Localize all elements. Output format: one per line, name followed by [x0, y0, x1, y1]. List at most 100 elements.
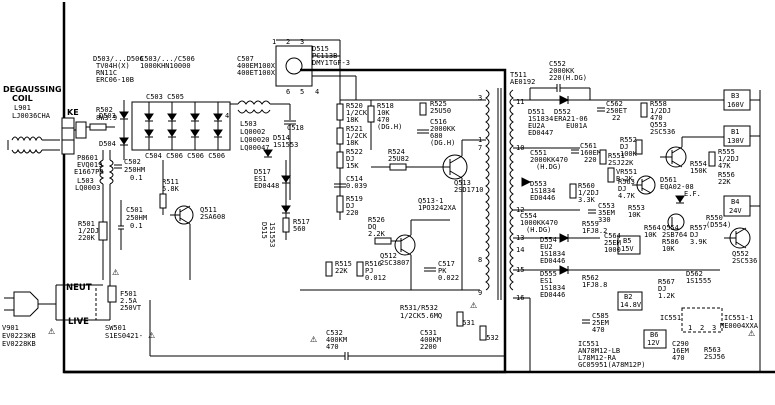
r520-label: R520 [346, 102, 363, 110]
resistor-r502 [89, 123, 107, 131]
resistor-r501 [98, 221, 108, 241]
r559-value: 1FJ8.2 [582, 227, 607, 235]
b6-value: 12V [647, 339, 660, 347]
d555-part-3: ED0446 [540, 291, 565, 299]
d551-label: D551 [528, 108, 545, 116]
r562-value: 1FJ8.8 [582, 281, 607, 289]
r502-label: R502 [96, 106, 113, 114]
optocoupler [275, 45, 313, 87]
f501-value: 2.5A [120, 297, 138, 305]
c290-value-2: 470 [672, 354, 685, 362]
thermistor-p8601 [75, 121, 87, 139]
l503-part-2: LQ00020 [240, 136, 270, 144]
potentiometer-vr551 [607, 167, 615, 183]
opto-pin-6: 6 [286, 88, 290, 96]
b4-label: B4 [731, 198, 739, 206]
l503-label: L503 [240, 120, 257, 128]
diode-d514 [263, 149, 273, 157]
r518-value: 10K [377, 109, 390, 117]
c564-value-2: 1000 [604, 246, 621, 254]
t511-pin-14: 14 [516, 246, 524, 254]
ic551-regulator [681, 307, 723, 333]
d515-top-label: D515 [312, 45, 329, 53]
bridge-diodes [144, 102, 223, 150]
r518-label: R518 [377, 102, 394, 110]
r567-value: DJ [658, 285, 666, 293]
r554-value: 150K [690, 167, 708, 175]
q552-part: 2SC536 [732, 257, 757, 265]
diode-d555 [559, 265, 570, 275]
c514-value: 0.039 [346, 182, 367, 190]
r519-label: R519 [346, 195, 363, 203]
r560-label: R560 [578, 182, 595, 190]
opto-pin-2: 2 [286, 38, 290, 46]
inductor-l503 [237, 100, 271, 105]
r531-label: R531 [458, 319, 475, 327]
l503-part-1: LQ0002 [240, 128, 265, 136]
warning-f501: ⚠ [112, 268, 119, 277]
warning-r531: ⚠ [470, 301, 477, 310]
d503-part-3: ERC06-10B [96, 76, 134, 84]
c502-value: 250HM [124, 166, 145, 174]
opto-pin-3: 3 [300, 38, 304, 46]
sw501-label: SW501 [105, 324, 126, 332]
ic551-label: IC551 [660, 314, 681, 322]
evq019-label: EVQ019 [77, 161, 102, 169]
transformer-t511 [485, 88, 514, 300]
d552-part: ERA21-06 [554, 115, 588, 123]
resistor-r522 [336, 151, 344, 169]
q552-label: Q552 [732, 250, 749, 258]
resistor-r525 [419, 102, 427, 116]
c554-value-2: (H.DG) [526, 226, 551, 234]
b3-value: 160V [727, 101, 745, 109]
c532-label: C532 [326, 329, 343, 337]
c516-value: 2000KK [430, 125, 456, 133]
d551-part-2: EU2A [528, 122, 546, 130]
d552-part-2: EU01A [566, 122, 588, 130]
resistor-r518 [367, 105, 375, 123]
r515-value: 22K [335, 267, 348, 275]
ic551-pin-1: 1 [688, 324, 692, 332]
r558-value-2: 470 [650, 114, 663, 122]
resistor-r526 [374, 237, 392, 245]
d517-label: D517 [254, 168, 271, 176]
d514-label: D514 [273, 134, 290, 142]
c531-value-2: 2200 [420, 343, 437, 351]
resistor-r558 [640, 102, 648, 118]
r520-value: 1/2CK [346, 109, 368, 117]
warning-sw501: ⚠ [148, 331, 155, 340]
v901-part-2: EV0228KB [2, 340, 36, 348]
r551-value: 2SJ22K [608, 159, 634, 167]
c531-label: C531 [420, 329, 437, 337]
d551-part-3: ED0447 [528, 129, 553, 137]
c502-label: C502 [124, 158, 141, 166]
t511-pin-7: 7 [478, 144, 482, 152]
ic551-1-label: IC551-1 [724, 314, 754, 322]
b5-value: 15V [621, 245, 634, 253]
r567-label: R567 [658, 278, 675, 286]
d562-part: 1S1555 [686, 277, 711, 285]
d552-label: D552 [554, 108, 571, 116]
r524-value: 25U82 [388, 155, 409, 163]
d517-part: ES1 [254, 175, 267, 183]
d554-part-2: 1S1834 [540, 250, 565, 258]
resistor-r520 [336, 103, 344, 121]
ic551-part: ME0004XXA [720, 322, 759, 330]
r526-value: DQ [368, 223, 376, 231]
d504-label: D504 [99, 140, 116, 148]
b1-label: B1 [731, 128, 739, 136]
d554-label: D554 [540, 236, 557, 244]
c507-value-2: 400ET100X [237, 69, 276, 77]
sw501-part: S1ES0421- [105, 332, 143, 340]
d551-part: 1S1834 [528, 115, 553, 123]
c561-label: C561 [580, 142, 597, 150]
r522-label: R522 [346, 148, 363, 156]
e1667-label: E1667PR [74, 168, 104, 176]
c551-value: 2000KK470 [530, 156, 568, 164]
r558-label: R558 [650, 100, 667, 108]
b3-label: B3 [731, 92, 739, 100]
resistor-r515 [325, 261, 333, 277]
d561-part: EQA02-08 [660, 183, 694, 191]
r555-value: 1/2DJ [718, 155, 739, 163]
